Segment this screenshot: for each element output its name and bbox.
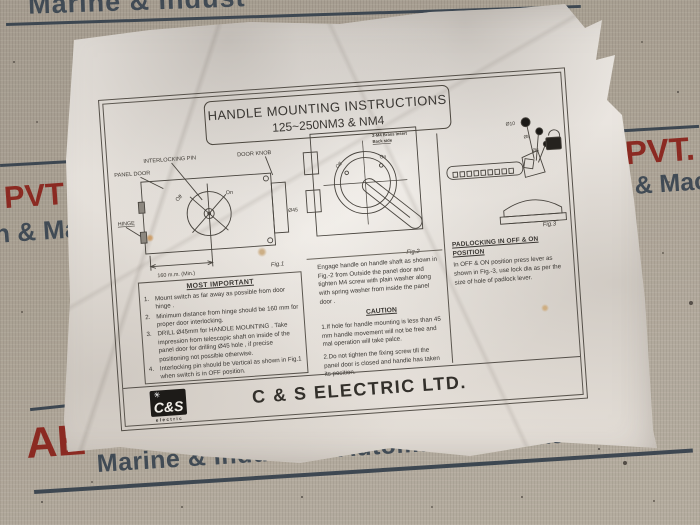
fig2-on-label: On [379,154,386,160]
fig2-note-line1: 2-M4 Brass Insert [372,130,408,137]
sunburst-icon: ✳ [153,390,161,400]
logo-subtext: electric [155,415,184,423]
engage-handle-paragraph: Engage handle on handle shaft as shown i… [316,255,438,306]
middle-instruction-column: Engage handle on handle shaft as shown i… [317,256,447,384]
figure-1-panel-door-diagram: INTERLOCKING PIN PANEL DOOR DOOR KNOB HI… [113,143,305,282]
fig1-on-label: On [226,190,234,196]
fig1-caption: Fig.1 [271,261,285,268]
padlock-body [545,136,562,151]
caution-item-1: 1.If hole for handle mounting is less th… [321,315,442,349]
fig1-hinge-label: HINGE [118,221,136,228]
watermark-bottom-small-rule [29,403,71,412]
padlocking-column: PADLOCKING IN OFF & ON POSITION In OFF &… [452,233,571,288]
fig3-dia6-label: Ø6 [532,147,539,152]
fig1-off-label: Off [175,194,185,204]
printed-instruction-area: HANDLE MOUNTING INSTRUCTIONS 125~250NM3 … [98,67,589,432]
fig1-interlocking-pin-label: INTERLOCKING PIN [143,155,196,165]
most-important-box: MOST IMPORTANT 1. Mount switch as far aw… [137,271,309,385]
fig3-caption: Fig.3 [543,221,557,228]
figure-2-handle-engagement-diagram: 2-M4 Brass Insert Back side Off On [298,120,436,275]
fig1-door-knob-label: DOOR KNOB [237,150,272,158]
fig1-dimension-label: 160 m.m. (Min.) [157,271,195,280]
padlocking-paragraph: In OFF & ON position press lever as show… [453,254,562,287]
fig2-note-line2: Back side [372,138,393,144]
figure-3-padlock-lever-diagram: Ø10 Ø8 Ø6 Fig.3 [441,109,571,239]
logo-text: C&S [153,397,184,416]
cs-electric-logo: ✳ C&S [149,388,188,418]
watermark-left-red-text: PVT [2,175,66,216]
fig3-dia10-label: Ø10 [506,121,516,128]
fig2-off-label: Off [335,161,344,170]
fig1-diameter-label: Ø45 [288,207,298,214]
fig3-dia8-label: Ø8 [523,134,530,139]
fig1-panel-door-label: PANEL DOOR [114,171,150,180]
canvas-speckles [0,0,2,2]
crumpled-paper-sheet: HANDLE MOUNTING INSTRUCTIONS 125~250NM3 … [64,4,657,463]
padlock-shackle [548,129,561,140]
